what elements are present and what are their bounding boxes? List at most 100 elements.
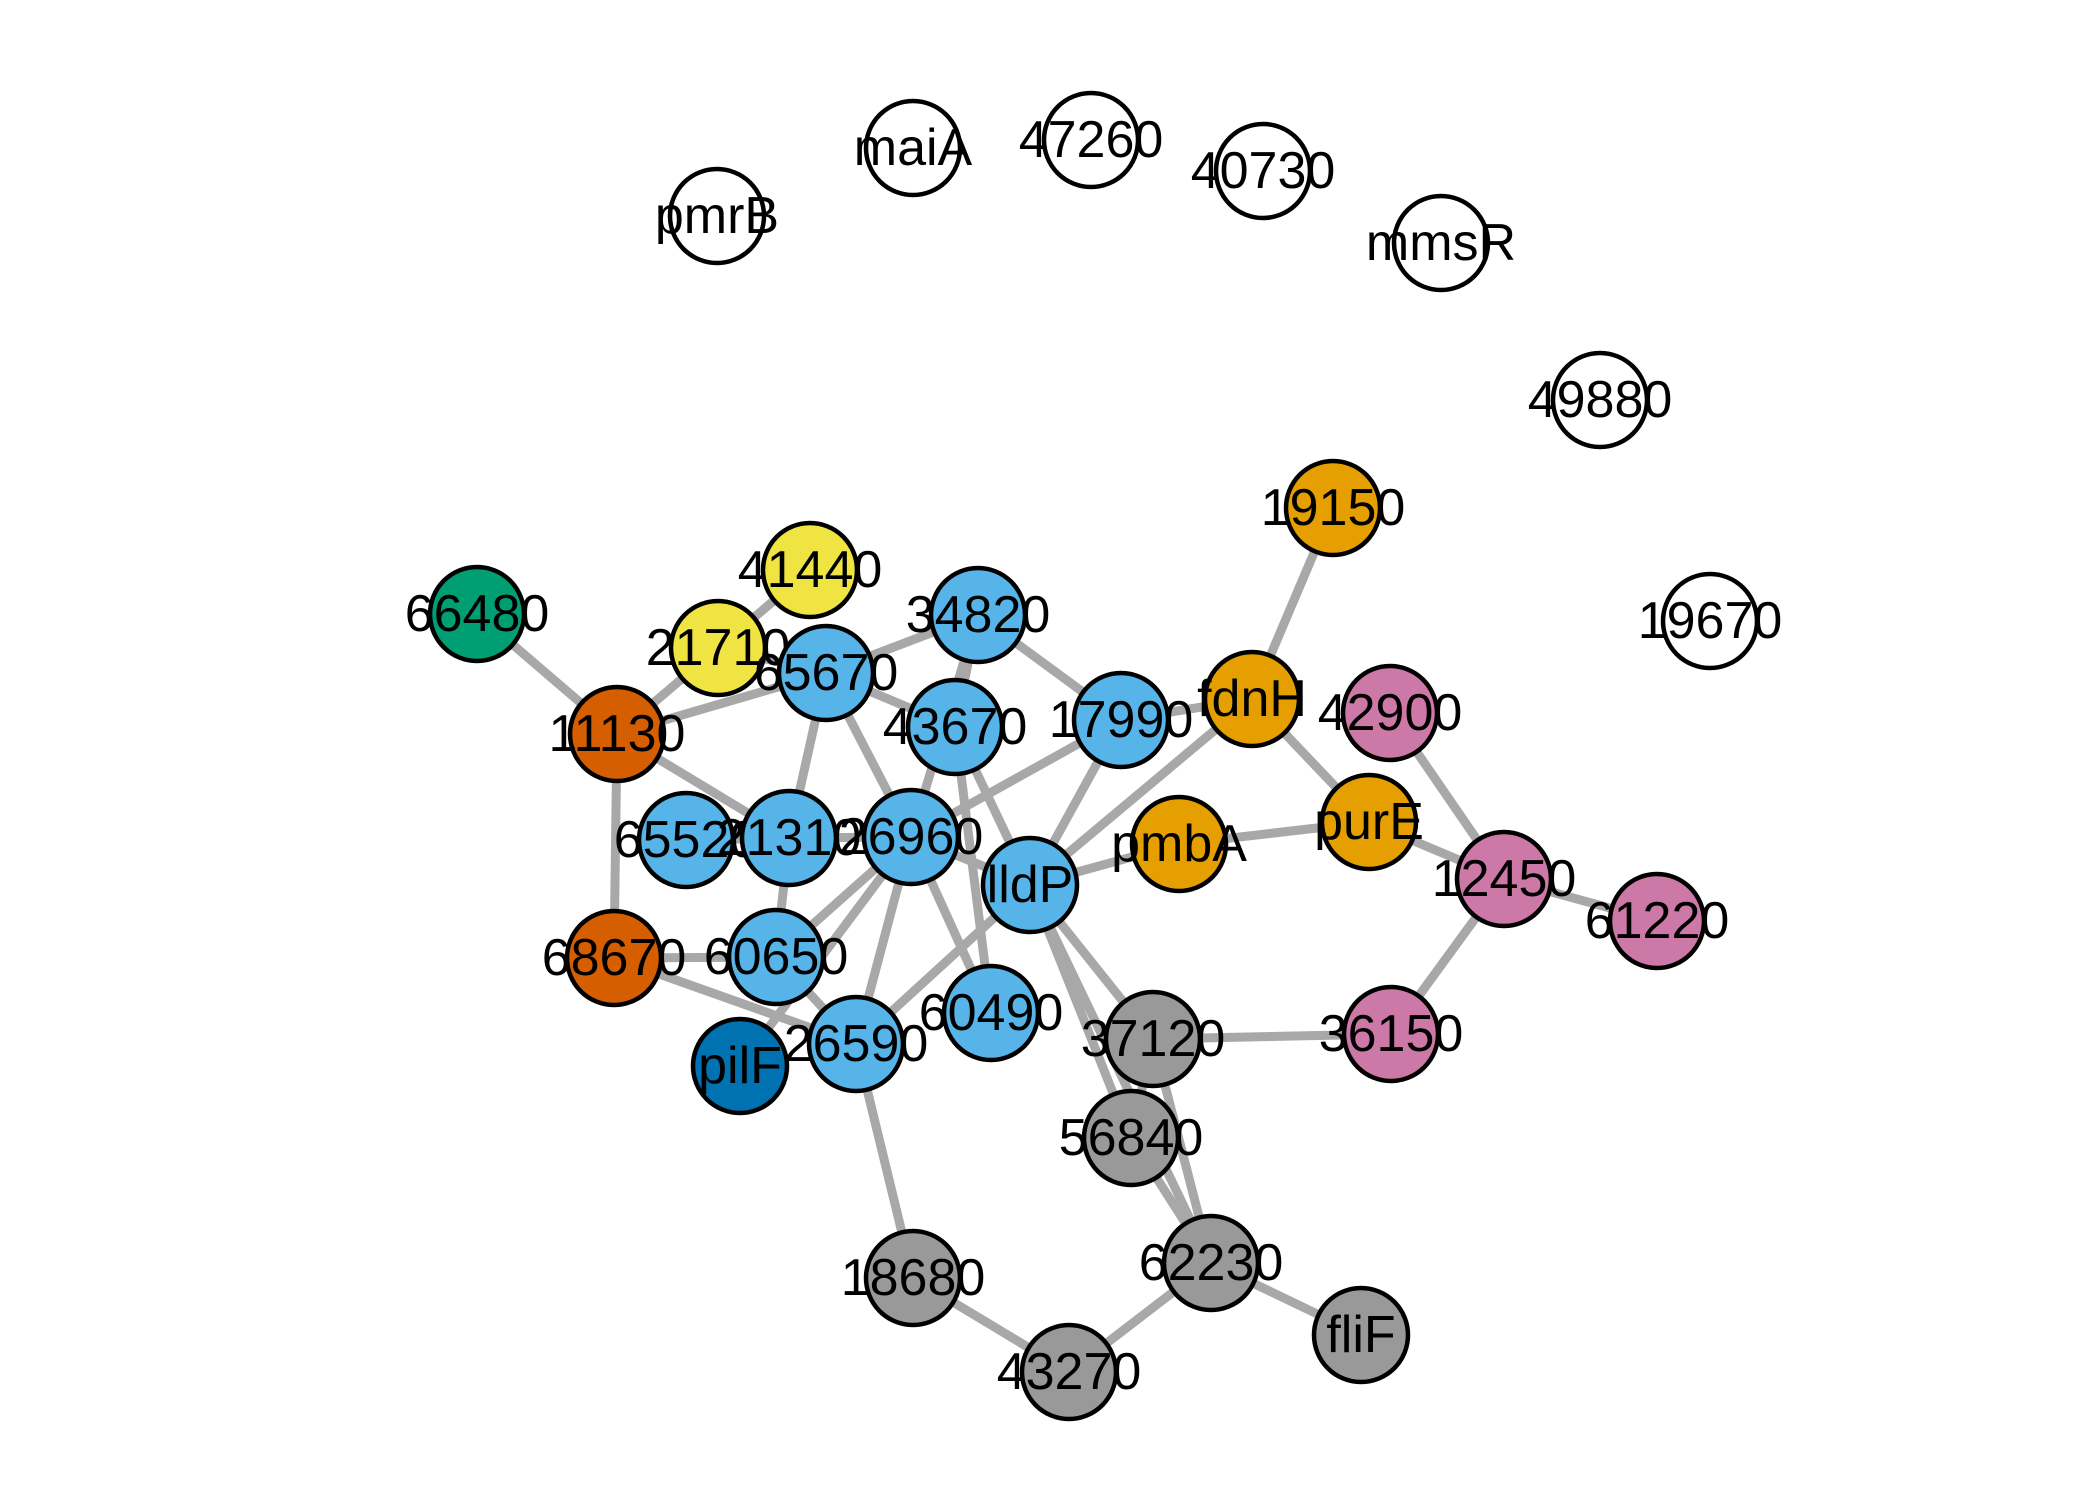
node-label: 60650 bbox=[704, 928, 849, 986]
node-label: 65520 bbox=[614, 811, 759, 869]
node-label: lldP bbox=[987, 856, 1074, 914]
node-circle bbox=[1071, 670, 1171, 770]
node-circle bbox=[928, 565, 1028, 665]
node-circle bbox=[776, 623, 876, 723]
node-60490: 60490 bbox=[919, 963, 1064, 1063]
node-pilF: pilF bbox=[690, 1016, 790, 1116]
node-label: 12450 bbox=[1432, 850, 1577, 908]
node-66480: 66480 bbox=[405, 564, 550, 664]
node-label: 34820 bbox=[906, 586, 1051, 644]
node-circle bbox=[1103, 989, 1203, 1089]
node-circle bbox=[1550, 350, 1650, 450]
node-label: 43670 bbox=[883, 698, 1028, 756]
node-43270: 43270 bbox=[997, 1322, 1142, 1422]
node-label: 19150 bbox=[1261, 479, 1406, 537]
node-26590: 26590 bbox=[784, 994, 929, 1094]
node-circle bbox=[1319, 772, 1419, 872]
node-label: 41440 bbox=[738, 541, 883, 599]
node-label: 43270 bbox=[997, 1343, 1142, 1401]
node-36150: 36150 bbox=[1319, 984, 1464, 1084]
node-37120: 37120 bbox=[1081, 989, 1226, 1089]
node-maiA: maiA bbox=[854, 98, 973, 198]
node-circle bbox=[1019, 1322, 1119, 1422]
node-label: 60490 bbox=[919, 984, 1064, 1042]
node-label: 19670 bbox=[1638, 592, 1783, 650]
node-56840: 56840 bbox=[1059, 1088, 1203, 1188]
node-circle bbox=[1391, 193, 1491, 293]
node-pmrB: pmrB bbox=[655, 166, 779, 266]
node-26960: 26960 bbox=[839, 787, 983, 887]
node-42900: 42900 bbox=[1318, 663, 1463, 763]
node-40730: 40730 bbox=[1191, 121, 1336, 221]
node-pmbA: pmbA bbox=[1111, 794, 1247, 894]
node-circle bbox=[1129, 794, 1229, 894]
node-circle bbox=[1454, 829, 1554, 929]
node-circle bbox=[690, 1016, 790, 1116]
node-label: 62230 bbox=[1139, 1234, 1284, 1292]
node-label: 36150 bbox=[1319, 1005, 1464, 1063]
node-label: pilF bbox=[698, 1037, 782, 1095]
node-circle bbox=[1311, 1285, 1411, 1385]
node-label: 68670 bbox=[542, 929, 687, 987]
node-circle bbox=[1202, 649, 1302, 749]
node-label: mmsR bbox=[1366, 214, 1516, 272]
node-circle bbox=[1283, 458, 1383, 558]
node-label: 49880 bbox=[1528, 371, 1673, 429]
node-circle bbox=[636, 790, 736, 890]
node-label: 21710 bbox=[646, 619, 791, 677]
node-fliF: fliF bbox=[1311, 1285, 1411, 1385]
node-circle bbox=[806, 994, 906, 1094]
node-19670: 19670 bbox=[1638, 571, 1783, 671]
node-60650: 60650 bbox=[704, 907, 849, 1007]
node-34820: 34820 bbox=[906, 565, 1051, 665]
node-circle bbox=[1041, 90, 1141, 190]
node-circle bbox=[1341, 984, 1441, 1084]
node-circle bbox=[668, 598, 768, 698]
node-circle bbox=[726, 907, 826, 1007]
node-lldP: lldP bbox=[980, 835, 1080, 935]
node-mmsR: mmsR bbox=[1366, 193, 1516, 293]
node-circle bbox=[739, 788, 839, 888]
node-circle bbox=[1081, 1088, 1181, 1188]
node-label: 21310 bbox=[717, 809, 862, 867]
node-label: fdnH bbox=[1197, 670, 1307, 728]
node-label: 40730 bbox=[1191, 142, 1336, 200]
node-circle bbox=[667, 166, 767, 266]
node-11130: 11130 bbox=[549, 684, 686, 784]
node-label: 11130 bbox=[549, 705, 686, 763]
node-43670: 43670 bbox=[883, 677, 1028, 777]
node-label: 42900 bbox=[1318, 684, 1463, 742]
node-circle bbox=[1340, 663, 1440, 763]
node-68670: 68670 bbox=[542, 908, 687, 1008]
node-19150: 19150 bbox=[1261, 458, 1406, 558]
node-layer: pmrB maiA 47260 40730 mmsR 49880 19670 19150 664… bbox=[405, 90, 1783, 1422]
node-49880: 49880 bbox=[1528, 350, 1673, 450]
node-17990: 17990 bbox=[1049, 670, 1193, 770]
node-circle bbox=[863, 1228, 963, 1328]
node-purE: purE bbox=[1314, 772, 1424, 872]
node-circle bbox=[760, 520, 860, 620]
node-21710: 21710 bbox=[646, 598, 791, 698]
node-47260: 47260 bbox=[1019, 90, 1163, 190]
node-circle bbox=[905, 677, 1005, 777]
node-label: pmrB bbox=[655, 187, 779, 245]
node-label: 18680 bbox=[841, 1249, 986, 1307]
node-circle bbox=[567, 684, 667, 784]
node-circle bbox=[861, 787, 961, 887]
node-41440: 41440 bbox=[738, 520, 883, 620]
node-65670: 65670 bbox=[754, 623, 899, 723]
node-circle bbox=[564, 908, 664, 1008]
node-label: 26590 bbox=[784, 1015, 929, 1073]
node-62230: 62230 bbox=[1139, 1213, 1284, 1313]
node-circle bbox=[1660, 571, 1760, 671]
node-circle bbox=[1607, 871, 1707, 971]
node-label: 61220 bbox=[1585, 892, 1730, 950]
node-label: 66480 bbox=[405, 585, 550, 643]
node-label: maiA bbox=[854, 119, 973, 177]
node-label: 37120 bbox=[1081, 1010, 1226, 1068]
node-circle bbox=[941, 963, 1041, 1063]
node-fdnH: fdnH bbox=[1197, 649, 1307, 749]
node-label: 65670 bbox=[754, 644, 899, 702]
node-circle bbox=[863, 98, 963, 198]
